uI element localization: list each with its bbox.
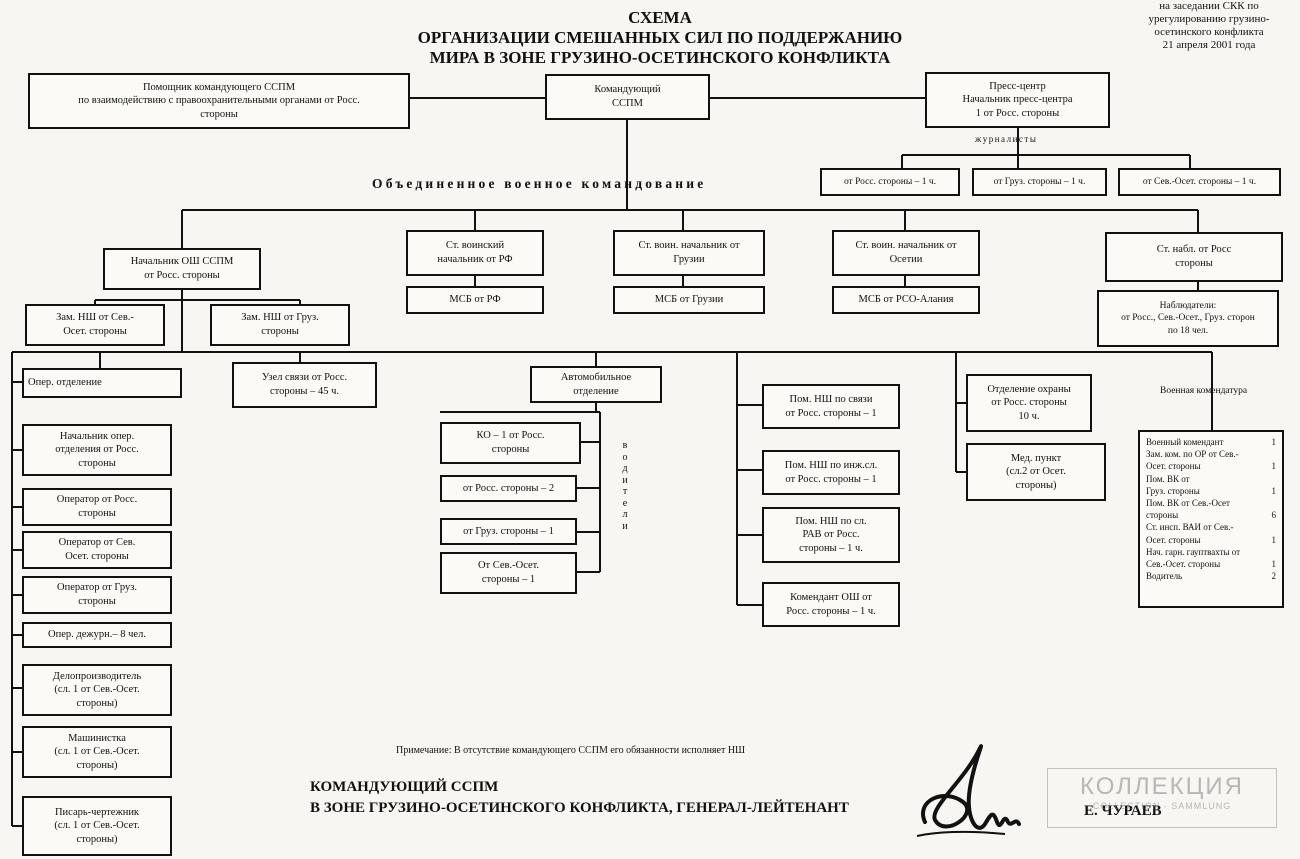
auto-item-box: От Сев.-Осет. стороны – 1 bbox=[440, 552, 577, 594]
operations-item-box: Писарь-чертежник (сл. 1 от Сев.-Осет. ст… bbox=[22, 796, 172, 856]
operations-item-box: Машинистка (сл. 1 от Сев.-Осет. стороны) bbox=[22, 726, 172, 778]
assistant-box: Пом. НШ по связи от Росс. стороны – 1 bbox=[762, 384, 900, 429]
operations-item-box: Опер. дежурн.– 8 чел. bbox=[22, 622, 172, 648]
commandant-row-count: 1 bbox=[1271, 559, 1277, 570]
operations-item-box: Начальник опер. отделения от Росс. сторо… bbox=[22, 424, 172, 476]
msb-ossetia-box: МСБ от РСО-Алания bbox=[832, 286, 980, 314]
journalists-label: журналисты bbox=[975, 134, 1038, 144]
commandant-row-text: Пом. ВК от Сев.-Осет bbox=[1146, 498, 1230, 509]
commandant-row: Осет. стороны 1 bbox=[1146, 534, 1276, 546]
commandant-row-text: Груз. стороны bbox=[1146, 485, 1200, 496]
auto-item-box: от Росс. стороны – 2 bbox=[440, 475, 577, 502]
commandant-row-count bbox=[1272, 497, 1276, 509]
commander-box: Командующий ССПМ bbox=[545, 74, 710, 120]
msb-georgia-box: МСБ от Грузии bbox=[613, 286, 765, 314]
assistant-box: Пом. НШ по сл. РАВ от Росс. стороны – 1 … bbox=[762, 507, 900, 563]
commandant-row-text: Зам. ком. по ОР от Сев.- bbox=[1146, 449, 1239, 460]
journalist-georgia-box: от Груз. стороны – 1 ч. bbox=[972, 168, 1107, 196]
watermark-line2: COLLECTION · SAMMLUNG bbox=[1092, 801, 1232, 811]
commandant-row: Сев.-Осет. стороны 1 bbox=[1146, 558, 1276, 570]
rf-commander-box: Ст. воинский начальник от РФ bbox=[406, 230, 544, 276]
title-line-2: ОРГАНИЗАЦИИ СМЕШАННЫХ СИЛ ПО ПОДДЕРЖАНИЮ bbox=[417, 28, 903, 47]
press-center-box: Пресс-центр Начальник пресс-центра 1 от … bbox=[925, 72, 1110, 128]
assistant-box: Пом. НШ по инж.сл. от Росс. стороны – 1 bbox=[762, 450, 900, 495]
operations-item-box: Оператор от Сев. Осет. стороны bbox=[22, 531, 172, 569]
commandant-row-text: Осет. стороны bbox=[1146, 461, 1201, 472]
commandant-row: Пом. ВК от Сев.-Осет bbox=[1146, 497, 1276, 509]
signature-title-line1: КОМАНДУЮЩИЙ ССПМ bbox=[310, 779, 499, 795]
commandant-row-count: 1 bbox=[1271, 461, 1277, 472]
journalist-russia-box: от Росс. стороны – 1 ч. bbox=[820, 168, 960, 196]
commandant-row-text: Ст. инсп. ВАИ от Сев.- bbox=[1146, 522, 1234, 533]
assistant-box: Комендант ОШ от Росс. стороны – 1 ч. bbox=[762, 582, 900, 627]
commandant-row-count bbox=[1272, 448, 1276, 460]
commandant-row-text: Военный комендант bbox=[1146, 437, 1224, 447]
commandant-row-count: 6 bbox=[1271, 510, 1277, 521]
chief-of-staff-box: Начальник ОШ ССПМ от Росс. стороны bbox=[103, 248, 261, 290]
auto-item-box: КО – 1 от Росс. стороны bbox=[440, 422, 581, 464]
commandant-row: Груз. стороны 1 bbox=[1146, 485, 1276, 497]
commandant-row: Зам. ком. по ОР от Сев.- bbox=[1146, 448, 1276, 460]
commandant-row-text: Пом. ВК от bbox=[1146, 473, 1190, 484]
commandant-row: Водитель 2 bbox=[1146, 570, 1276, 582]
senior-observer-box: Ст. набл. от Росс стороны bbox=[1105, 232, 1283, 282]
commandant-row: Нач. гарн. гауптвахты от bbox=[1146, 546, 1276, 558]
commandant-row: Военный комендант 1 bbox=[1146, 436, 1276, 448]
commandant-row-count: 1 bbox=[1271, 534, 1277, 545]
commandant-row-text: Осет. стороны bbox=[1146, 534, 1201, 545]
title-line-3: МИРА В ЗОНЕ ГРУЗИНО-ОСЕТИНСКОГО КОНФЛИКТ… bbox=[429, 48, 891, 67]
msb-rf-box: МСБ от РФ bbox=[406, 286, 544, 314]
commandant-row-text: стороны bbox=[1146, 510, 1179, 521]
signature-title-line2: В ЗОНЕ ГРУЗИНО-ОСЕТИНСКОГО КОНФЛИКТА, ГЕ… bbox=[310, 800, 849, 816]
title-line-1: СХЕМА bbox=[628, 8, 692, 27]
auto-department-box: Автомобильное отделение bbox=[530, 366, 662, 403]
commandant-row-count bbox=[1272, 546, 1276, 558]
approval-note: на заседании СКК по урегулированию грузи… bbox=[1148, 0, 1270, 51]
commandant-row-count: 1 bbox=[1271, 437, 1277, 447]
footnote: Примечание: В отсутствие командующего СС… bbox=[396, 745, 746, 756]
drivers-vertical-label: водители bbox=[622, 440, 628, 532]
deputy-georgia-box: Зам. НШ от Груз. стороны bbox=[210, 304, 350, 346]
commandant-label: Военная комендатура bbox=[1160, 386, 1248, 396]
commandant-row-count: 2 bbox=[1271, 571, 1277, 582]
commandant-row: Осет. стороны 1 bbox=[1146, 460, 1276, 472]
operations-item-box: Оператор от Груз. стороны bbox=[22, 576, 172, 614]
collection-watermark: КОЛЛЕКЦИЯ COLLECTION · SAMMLUNG bbox=[1047, 768, 1277, 828]
commandant-row-count: 1 bbox=[1271, 485, 1277, 496]
commandant-row-text: Водитель bbox=[1146, 571, 1183, 582]
operations-head-box: Опер. отделение bbox=[22, 368, 182, 398]
watermark-line1: КОЛЛЕКЦИЯ bbox=[1080, 773, 1244, 800]
assistant-commander-box: Помощник командующего ССПМ по взаимодейс… bbox=[28, 73, 410, 129]
commandant-row: Пом. ВК от bbox=[1146, 473, 1276, 485]
operations-item-box: Делопроизводитель (сл. 1 от Сев.-Осет. с… bbox=[22, 664, 172, 716]
commandant-row: Ст. инсп. ВАИ от Сев.- bbox=[1146, 521, 1276, 533]
observers-box: Наблюдатели: от Росс., Сев.-Осет., Груз.… bbox=[1097, 290, 1279, 347]
medical-point-box: Мед. пункт (сл.2 от Осет. стороны) bbox=[966, 443, 1106, 501]
commandant-row-text: Сев.-Осет. стороны bbox=[1146, 559, 1221, 570]
operations-item-box: Оператор от Росс. стороны bbox=[22, 488, 172, 526]
georgia-commander-box: Ст. воин. начальник от Грузии bbox=[613, 230, 765, 276]
commandant-row-text: Нач. гарн. гауптвахты от bbox=[1146, 546, 1241, 557]
joint-command-label: Объединенное военное командование bbox=[372, 176, 707, 191]
auto-item-box: от Груз. стороны – 1 bbox=[440, 518, 577, 545]
commandant-row: стороны 6 bbox=[1146, 509, 1276, 521]
commandant-row-count bbox=[1272, 473, 1276, 485]
signature-name: Е. ЧУРАЕВ bbox=[1084, 803, 1162, 819]
journalist-ossetia-box: от Сев.-Осет. стороны – 1 ч. bbox=[1118, 168, 1281, 196]
ossetia-commander-box: Ст. воин. начальник от Осетии bbox=[832, 230, 980, 276]
commandant-row-count bbox=[1272, 521, 1276, 533]
handwritten-signature bbox=[916, 744, 1021, 837]
security-unit-box: Отделение охраны от Росс. стороны 10 ч. bbox=[966, 374, 1092, 432]
deputy-ossetia-box: Зам. НШ от Сев.- Осет. стороны bbox=[25, 304, 165, 346]
comms-node-box: Узел связи от Росс. стороны – 45 ч. bbox=[232, 362, 377, 408]
